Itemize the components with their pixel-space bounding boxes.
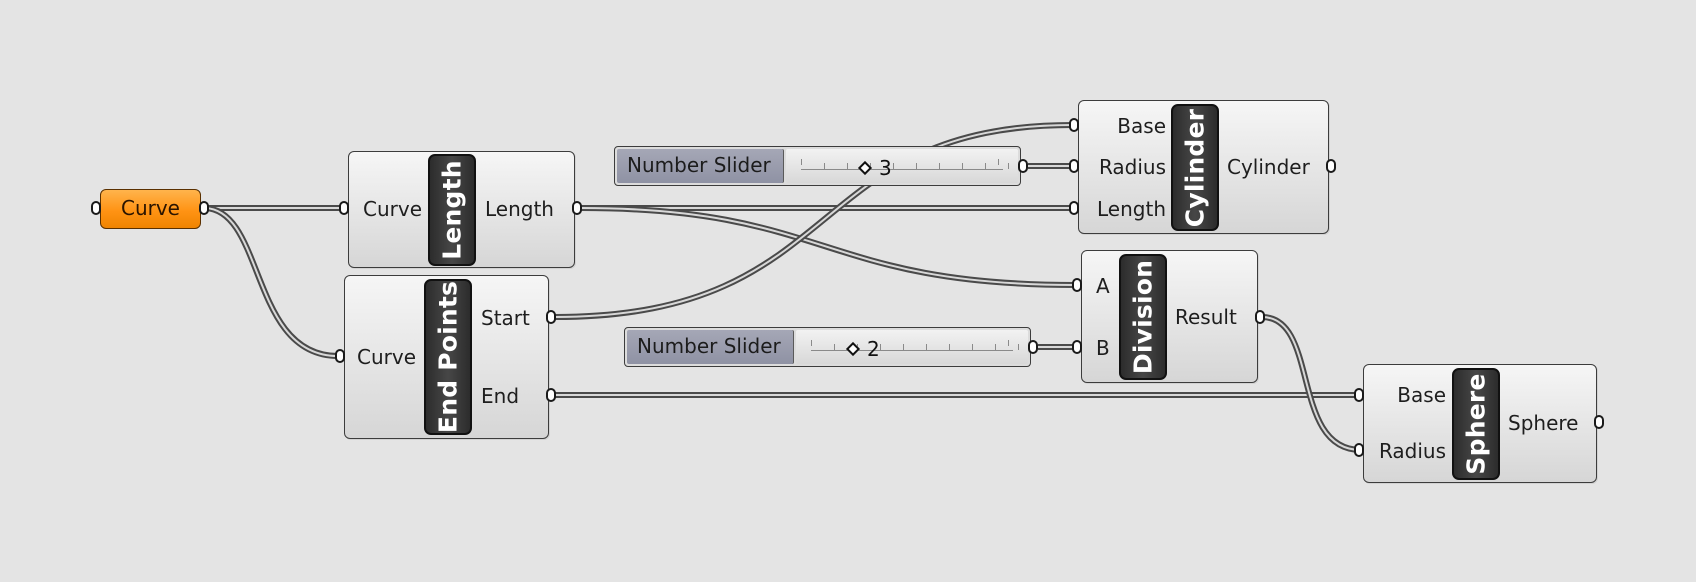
slider-radius-tick [998, 159, 999, 165]
wire-length-to-division-a[interactable] [580, 205, 1077, 288]
cylinder-input-radius-label: Radius [1098, 155, 1166, 179]
wire-curve-to-endpoints[interactable] [204, 205, 339, 359]
slider-radius-tick [801, 159, 802, 165]
slider-b-output-grip[interactable] [1028, 340, 1038, 354]
endpoints-output-end-label: End [481, 384, 520, 408]
endpoints-input-curve-grip[interactable] [335, 349, 345, 363]
division-output-result-label: Result [1175, 305, 1237, 329]
cylinder-output-cylinder-label: Cylinder [1227, 155, 1310, 179]
slider-b-tick [1008, 340, 1009, 346]
slider-radius-tick [847, 163, 848, 169]
slider-radius-tick [1008, 163, 1009, 169]
division-input-a-label: A [1096, 274, 1110, 298]
sphere-input-radius-label: Radius [1378, 439, 1446, 463]
slider-b-tick [880, 344, 881, 350]
sphere-output-sphere-label: Sphere [1508, 411, 1579, 435]
cylinder-input-base-label: Base [1117, 114, 1166, 138]
slider-b-rail [811, 350, 1013, 351]
cylinder-input-base-grip[interactable] [1069, 118, 1079, 132]
length-input-curve-label: Curve [363, 197, 423, 221]
curve-param-input-grip[interactable] [91, 201, 101, 215]
number-slider-radius[interactable]: Number Slider 3 [614, 146, 1021, 186]
slider-radius-tick [962, 163, 963, 169]
endpoints-title: End Points [424, 279, 472, 435]
endpoints-component[interactable]: Curve End Points Start End [344, 275, 549, 439]
length-output-length-label: Length [485, 197, 554, 221]
length-component[interactable]: Curve Length Length [348, 151, 575, 268]
slider-radius-value: 3 [879, 156, 892, 180]
curve-param-label: Curve [120, 196, 180, 220]
curve-param-output-grip[interactable] [199, 201, 209, 215]
slider-b-track[interactable]: 2 [796, 330, 1028, 364]
slider-b-tick [834, 344, 835, 350]
division-output-result-grip[interactable] [1255, 310, 1265, 324]
sphere-component[interactable]: Base Radius Sphere Sphere [1363, 364, 1597, 483]
slider-radius-tick [824, 163, 825, 169]
endpoints-output-start-label: Start [481, 306, 530, 330]
endpoints-input-curve-label: Curve [357, 345, 417, 369]
length-output-length-grip[interactable] [572, 201, 582, 215]
slider-b-tick [972, 344, 973, 350]
slider-b-tick [995, 344, 996, 350]
slider-b-tick [903, 344, 904, 350]
slider-b-name: Number Slider [627, 330, 794, 364]
cylinder-input-length-label: Length [1097, 197, 1166, 221]
division-component[interactable]: A B Division Result [1081, 250, 1258, 383]
division-title: Division [1119, 254, 1167, 380]
endpoints-output-end-grip[interactable] [546, 388, 556, 402]
endpoints-output-start-grip[interactable] [546, 310, 556, 324]
slider-b-tick [949, 344, 950, 350]
slider-radius-name: Number Slider [617, 149, 784, 183]
number-slider-b[interactable]: Number Slider 2 [624, 327, 1031, 367]
division-input-b-grip[interactable] [1072, 340, 1082, 354]
wire-result-to-sphere-radius[interactable] [1261, 314, 1362, 453]
division-input-b-label: B [1096, 336, 1110, 360]
division-input-a-grip[interactable] [1072, 278, 1082, 292]
sphere-output-sphere-grip[interactable] [1594, 415, 1604, 429]
slider-b-tick [1018, 344, 1019, 350]
sphere-input-base-grip[interactable] [1354, 388, 1364, 402]
cylinder-title: Cylinder [1171, 104, 1219, 231]
length-input-curve-grip[interactable] [339, 201, 349, 215]
slider-radius-track[interactable]: 3 [786, 149, 1018, 183]
slider-b-tick [811, 340, 812, 346]
slider-radius-tick [893, 163, 894, 169]
cylinder-output-cylinder-grip[interactable] [1326, 159, 1336, 173]
cylinder-input-length-grip[interactable] [1069, 201, 1079, 215]
slider-radius-rail [801, 169, 1003, 170]
slider-radius-tick [985, 163, 986, 169]
curve-param[interactable]: Curve [100, 189, 201, 229]
sphere-input-radius-grip[interactable] [1354, 443, 1364, 457]
slider-b-value: 2 [867, 337, 880, 361]
length-title: Length [428, 154, 476, 266]
sphere-title: Sphere [1452, 368, 1500, 480]
slider-radius-tick [916, 163, 917, 169]
cylinder-component[interactable]: Base Radius Length Cylinder Cylinder [1078, 100, 1329, 234]
wire-start-to-cylinder-base[interactable] [554, 122, 1074, 320]
slider-radius-output-grip[interactable] [1018, 159, 1028, 173]
sphere-input-base-label: Base [1397, 383, 1446, 407]
cylinder-input-radius-grip[interactable] [1069, 159, 1079, 173]
slider-b-tick [926, 344, 927, 350]
slider-radius-tick [939, 163, 940, 169]
